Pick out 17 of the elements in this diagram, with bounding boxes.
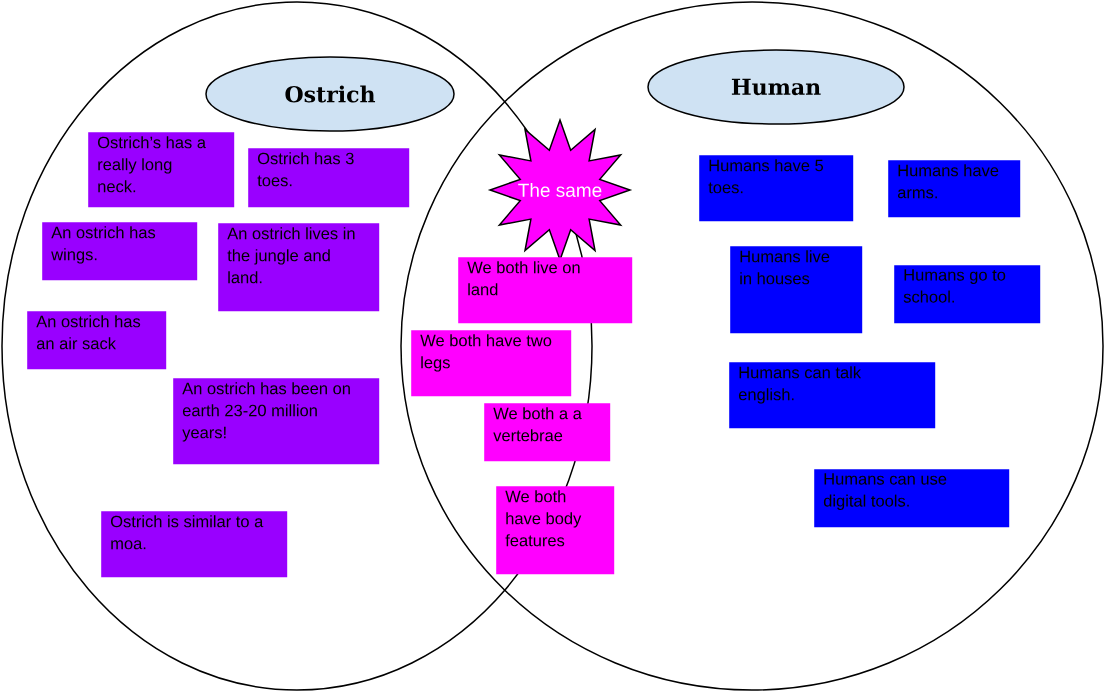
title-oval: Ostrich bbox=[205, 56, 455, 132]
fact-box: Humans have 5 toes. bbox=[699, 155, 854, 222]
fact-box: Humans can talk english. bbox=[729, 362, 936, 429]
fact-box: Humans go to school. bbox=[894, 265, 1041, 324]
fact-box: Ostrich has 3 toes. bbox=[248, 148, 410, 208]
title-oval: Human bbox=[647, 49, 905, 125]
fact-box: An ostrich has been on earth 23-20 million years! bbox=[173, 378, 380, 465]
fact-box: Ostrich is similar to a moa. bbox=[101, 511, 288, 578]
fact-box: Humans live in houses bbox=[730, 246, 863, 334]
fact-box: Humans have arms. bbox=[888, 160, 1021, 218]
fact-box: We both have two legs bbox=[411, 330, 572, 397]
fact-box: An ostrich has an air sack bbox=[27, 311, 167, 370]
fact-box: Ostrich’s has a really long neck. bbox=[88, 132, 235, 208]
fact-box: Humans can use digital tools. bbox=[814, 469, 1010, 528]
fact-box: An ostrich has wings. bbox=[42, 222, 198, 281]
venn-circle bbox=[400, 1, 1104, 691]
fact-box: An ostrich lives in the jungle and land. bbox=[218, 223, 380, 312]
